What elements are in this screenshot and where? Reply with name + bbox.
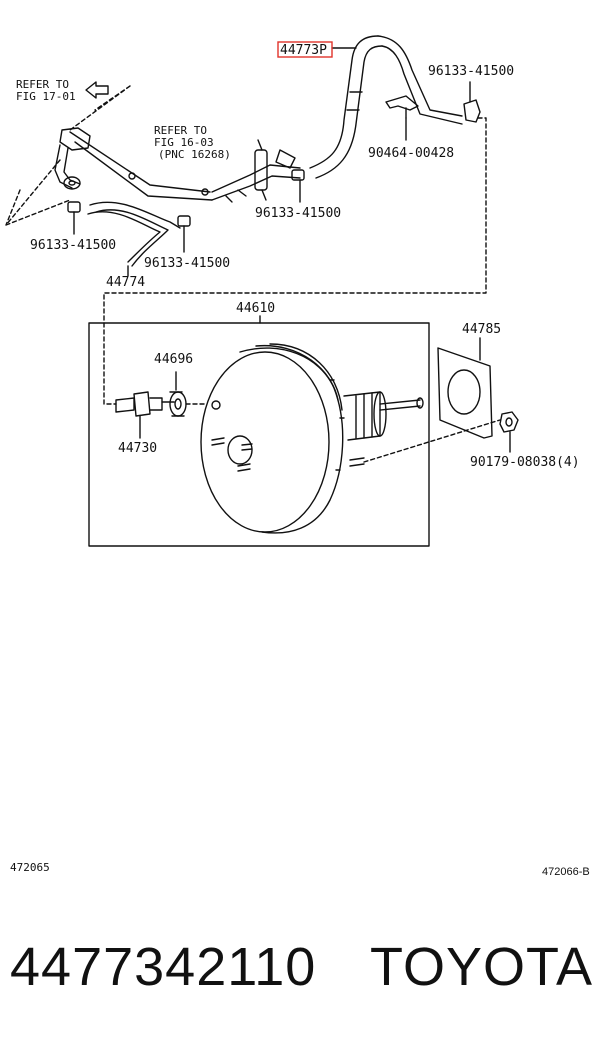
nut-90179 xyxy=(499,411,519,453)
label-44730[interactable]: 44730 xyxy=(118,441,157,456)
label-44774[interactable]: 44774 xyxy=(106,275,145,290)
highlight-box-44773 xyxy=(277,41,333,58)
reference-dashed-lines xyxy=(5,85,131,226)
dashed-routing-line xyxy=(103,117,487,405)
label-96133-left[interactable]: 96133-41500 xyxy=(30,238,116,253)
booster-group-box xyxy=(88,322,430,547)
label-96133-top[interactable]: 96133-41500 xyxy=(428,64,514,79)
label-44785[interactable]: 44785 xyxy=(462,322,501,337)
label-44773[interactable]: 44773P xyxy=(280,43,327,58)
hose-bracket-90464 xyxy=(385,95,419,119)
brand-name: TOYOTA xyxy=(370,937,594,997)
vacuum-booster-body xyxy=(200,343,345,534)
refer-text-17-line2: FIG 17-01 xyxy=(16,90,76,103)
hose-44773 xyxy=(309,35,463,179)
diagram-code-left: 472065 xyxy=(10,861,50,874)
label-44696[interactable]: 44696 xyxy=(154,352,193,367)
label-90464[interactable]: 90464-00428 xyxy=(368,146,454,161)
gasket-44785 xyxy=(437,337,493,439)
refer-text-16-line1: REFER TO xyxy=(154,124,207,137)
reference-arrow-icon xyxy=(85,81,109,99)
refer-text-16-line3: (PNC 16268) xyxy=(158,148,231,161)
push-rod-assembly xyxy=(343,391,501,467)
diagram-code-right: 472066-B xyxy=(542,866,590,878)
grommet-44696 xyxy=(169,371,205,417)
vacuum-pipe-left xyxy=(54,127,213,201)
hose-44774 xyxy=(87,201,181,267)
check-valve-bracket xyxy=(201,139,301,203)
label-96133-bottom[interactable]: 96133-41500 xyxy=(144,256,230,271)
label-96133-mid[interactable]: 96133-41500 xyxy=(255,206,341,221)
label-90179[interactable]: 90179-08038(4) xyxy=(470,455,580,470)
leader-lines-upper xyxy=(73,47,471,277)
refer-text-17-line1: REFER TO xyxy=(16,78,69,91)
part-number: 4477342110 xyxy=(10,937,317,997)
refer-text-16-line2: FIG 16-03 xyxy=(154,136,214,149)
check-valve-44730 xyxy=(115,391,175,439)
label-44610[interactable]: 44610 xyxy=(236,301,275,316)
